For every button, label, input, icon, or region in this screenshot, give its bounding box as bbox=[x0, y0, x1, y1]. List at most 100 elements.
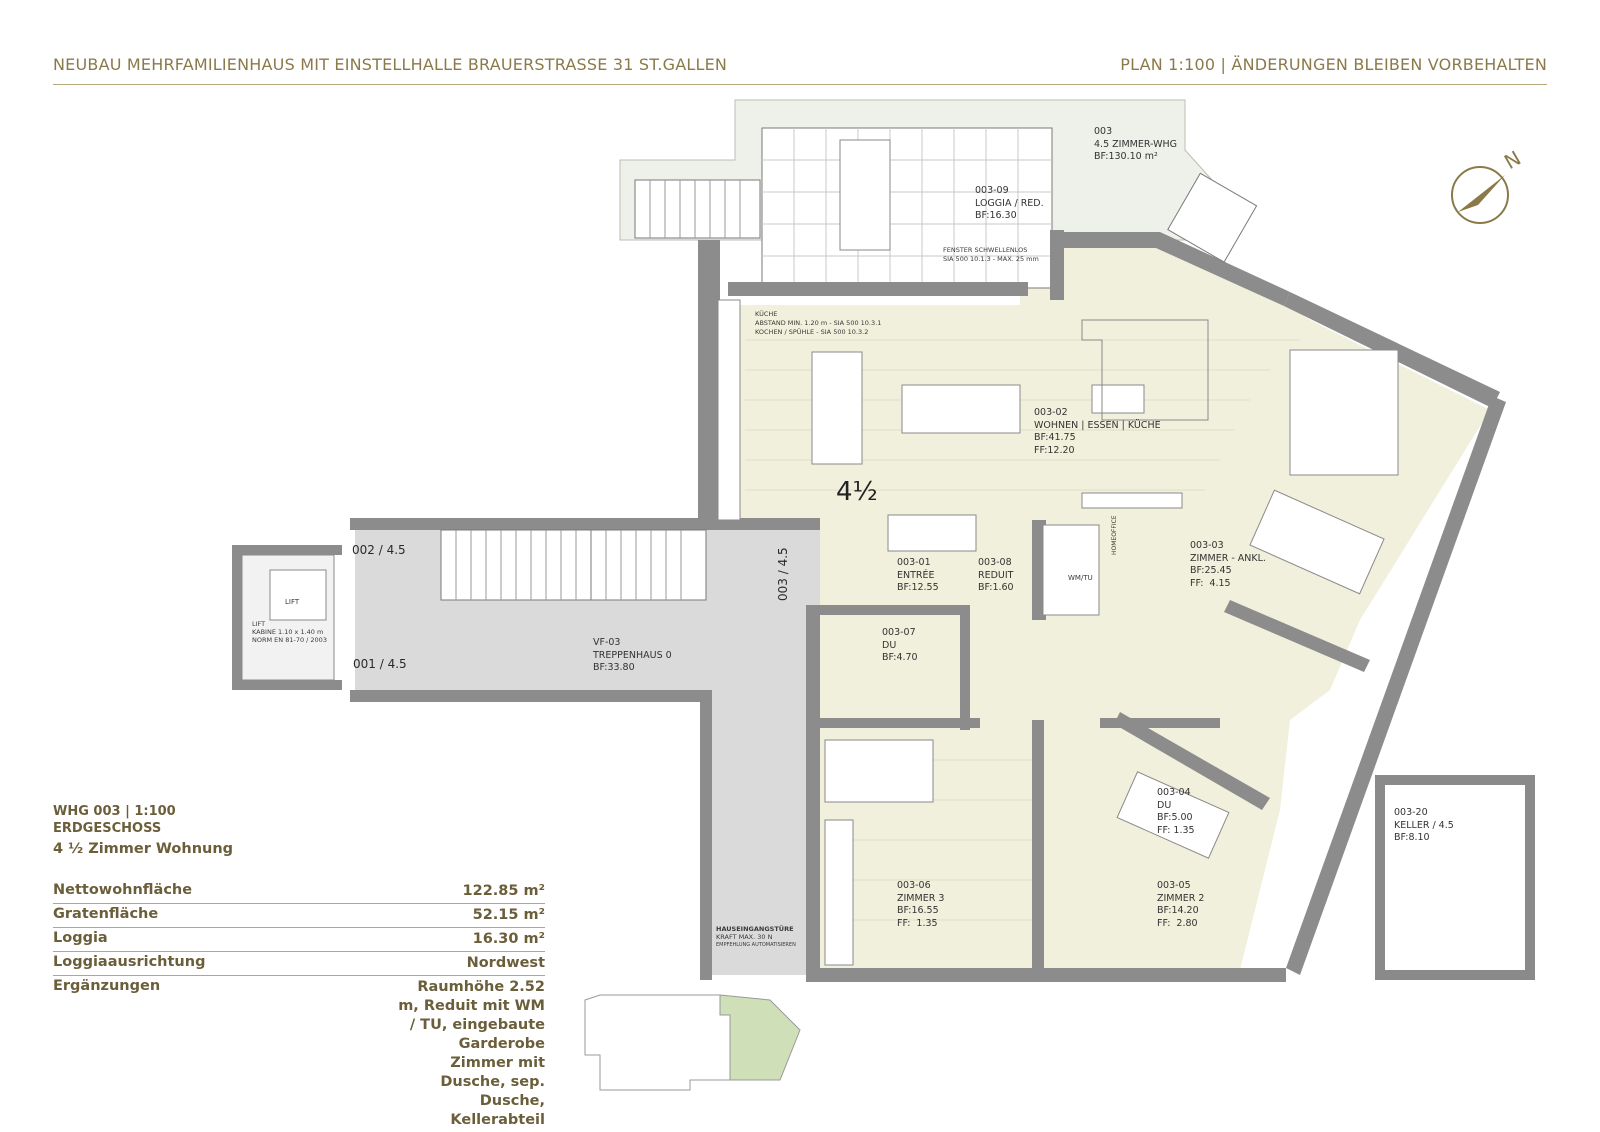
room-label-line: BF:12.55 bbox=[897, 582, 939, 593]
room-label-line: REDUIT bbox=[978, 569, 1014, 581]
lift-cabin bbox=[269, 569, 327, 621]
room-label-line: 003-20 bbox=[1394, 807, 1428, 818]
room-label-line: TREPPENHAUS 0 bbox=[593, 649, 672, 661]
room-label-line: FF: 4.15 bbox=[1190, 577, 1231, 589]
apartment-subtitle: 4 ½ Zimmer Wohnung bbox=[53, 841, 234, 857]
room-label-line: VF-03 bbox=[593, 637, 621, 648]
kitchen-furniture bbox=[717, 299, 1449, 966]
room-label-line: FF: 1.35 bbox=[1157, 824, 1195, 836]
room-label-line: BF:1.60 bbox=[978, 582, 1014, 593]
room-label-line: 003-03 bbox=[1190, 540, 1224, 551]
kitchen-note: KÜCHE ABSTAND MIN. 1.20 m - SIA 500 10.3… bbox=[755, 310, 881, 337]
fact-value: Raumhöhe 2.52 m, Reduit mit WM / TU, ein… bbox=[398, 979, 545, 1128]
note-line: LIFT bbox=[252, 620, 266, 628]
wm-tu-label: WM/TU bbox=[1068, 574, 1093, 582]
fact-label: Nettowohnfläche bbox=[53, 882, 193, 898]
stair-treads bbox=[455, 180, 741, 600]
note-line: NORM EN 81-70 / 2003 bbox=[252, 636, 327, 644]
fact-value: Nordwest bbox=[466, 955, 545, 971]
room-label-line: ZIMMER - ANKL. bbox=[1190, 552, 1266, 564]
unit-tag-003: 003 / 4.5 bbox=[776, 547, 790, 601]
entrance-note: HAUSEINGANGSTÜRE KRAFT MAX. 30 N EMPFEHL… bbox=[716, 925, 796, 949]
table-row: Ergänzungen Raumhöhe 2.52 m, Reduit mit … bbox=[53, 976, 545, 1132]
room-label-line: FF:12.20 bbox=[1034, 444, 1075, 456]
note-line: SIA 500 10.1.3 - MAX. 25 mm bbox=[943, 255, 1039, 263]
fact-value: 16.30 m² bbox=[472, 931, 545, 947]
header-plan-note: PLAN 1:100 | ÄNDERUNGEN BLEIBEN VORBEHAL… bbox=[1120, 55, 1547, 74]
room-label-line: LOGGIA / RED. bbox=[975, 197, 1044, 209]
room-label-line: BF:130.10 m² bbox=[1094, 151, 1158, 162]
window-note: FENSTER SCHWELLENLOS SIA 500 10.1.3 - MA… bbox=[943, 246, 1039, 264]
room-label-line: ENTRÉE bbox=[897, 569, 935, 581]
fact-label: Loggia bbox=[53, 930, 108, 946]
fact-label: Loggiaausrichtung bbox=[53, 954, 206, 970]
room-label-line: 003-09 bbox=[975, 185, 1009, 196]
room-label-line: 003-04 bbox=[1157, 787, 1191, 798]
room-label-line: ZIMMER 3 bbox=[897, 892, 945, 904]
lift-note: LIFT KABINE 1.10 x 1.40 m NORM EN 81-70 … bbox=[252, 620, 327, 644]
header-divider bbox=[53, 84, 1547, 85]
fact-label: Gratenfläche bbox=[53, 906, 159, 922]
room-label-line: 003-08 bbox=[978, 557, 1012, 568]
unit-tag-002: 002 / 4.5 bbox=[352, 543, 406, 557]
room-label-line: BF:25.45 bbox=[1190, 565, 1232, 576]
room-label-line: BF:5.00 bbox=[1157, 812, 1193, 823]
header-title: NEUBAU MEHRFAMILIENHAUS MIT EINSTELLHALL… bbox=[53, 55, 728, 74]
room-label-line: 003-06 bbox=[897, 880, 931, 891]
room-label-line: FF: 1.35 bbox=[897, 917, 938, 929]
room-label-line: 4.5 ZIMMER-WHG bbox=[1094, 138, 1177, 150]
room-label-line: BF:16.55 bbox=[897, 905, 939, 916]
room-label-line: ZIMMER 2 bbox=[1157, 892, 1205, 904]
table-row: Nettowohnfläche 122.85 m² bbox=[53, 880, 545, 904]
fact-label: Ergänzungen bbox=[53, 978, 161, 994]
fact-value: 52.15 m² bbox=[472, 907, 545, 923]
room-label-line: KELLER / 4.5 bbox=[1394, 819, 1454, 831]
table-row: Gratenfläche 52.15 m² bbox=[53, 904, 545, 928]
room-label-line: 003-07 bbox=[882, 627, 916, 638]
room-label-line: 003 bbox=[1094, 126, 1113, 137]
title-line: ERDGESCHOSS bbox=[53, 821, 162, 836]
room-label-line: BF:41.75 bbox=[1034, 432, 1076, 443]
room-label-line: WOHNEN | ESSEN | KÜCHE bbox=[1034, 419, 1161, 431]
table-row: Loggia 16.30 m² bbox=[53, 928, 545, 952]
room-label-line: BF:4.70 bbox=[882, 652, 918, 663]
stairwell-floor bbox=[355, 528, 820, 975]
note-line: KÜCHE bbox=[755, 310, 778, 318]
room-label-line: 003-01 bbox=[897, 557, 931, 568]
room-label-line: 003-05 bbox=[1157, 880, 1191, 891]
note-line: KOCHEN / SPÜHLE - SIA 500 10.3.2 bbox=[755, 328, 869, 336]
lift-cabin-label: LIFT bbox=[285, 598, 300, 606]
title-line: WHG 003 | 1:100 bbox=[53, 804, 176, 819]
apartment-title: WHG 003 | 1:100 ERDGESCHOSS bbox=[53, 803, 545, 837]
note-line: ABSTAND MIN. 1.20 m - SIA 500 10.3.1 bbox=[755, 319, 882, 327]
room-label-line: BF:8.10 bbox=[1394, 832, 1430, 843]
note-line: FENSTER SCHWELLENLOS bbox=[943, 246, 1028, 254]
walls bbox=[232, 230, 1506, 982]
room-label-line: FF: 2.80 bbox=[1157, 917, 1198, 929]
facts-table: Nettowohnfläche 122.85 m² Gratenfläche 5… bbox=[53, 880, 545, 1132]
room-label-line: BF:16.30 bbox=[975, 210, 1017, 221]
room-label-line: DU bbox=[882, 639, 897, 651]
homeoffice-label: HOMEOFFICE bbox=[1111, 515, 1118, 555]
apartment-marker: 4½ bbox=[836, 477, 878, 507]
compass-icon bbox=[1451, 166, 1509, 224]
site-mini-map bbox=[584, 994, 801, 1091]
keller-box bbox=[1375, 775, 1535, 980]
room-label-line: BF:33.80 bbox=[593, 662, 635, 673]
loggia-tiles bbox=[762, 128, 1052, 288]
note-line: KRAFT MAX. 30 N bbox=[716, 933, 773, 941]
unit-tag-001: 001 / 4.5 bbox=[353, 657, 407, 671]
note-line: KABINE 1.10 x 1.40 m bbox=[252, 628, 324, 636]
